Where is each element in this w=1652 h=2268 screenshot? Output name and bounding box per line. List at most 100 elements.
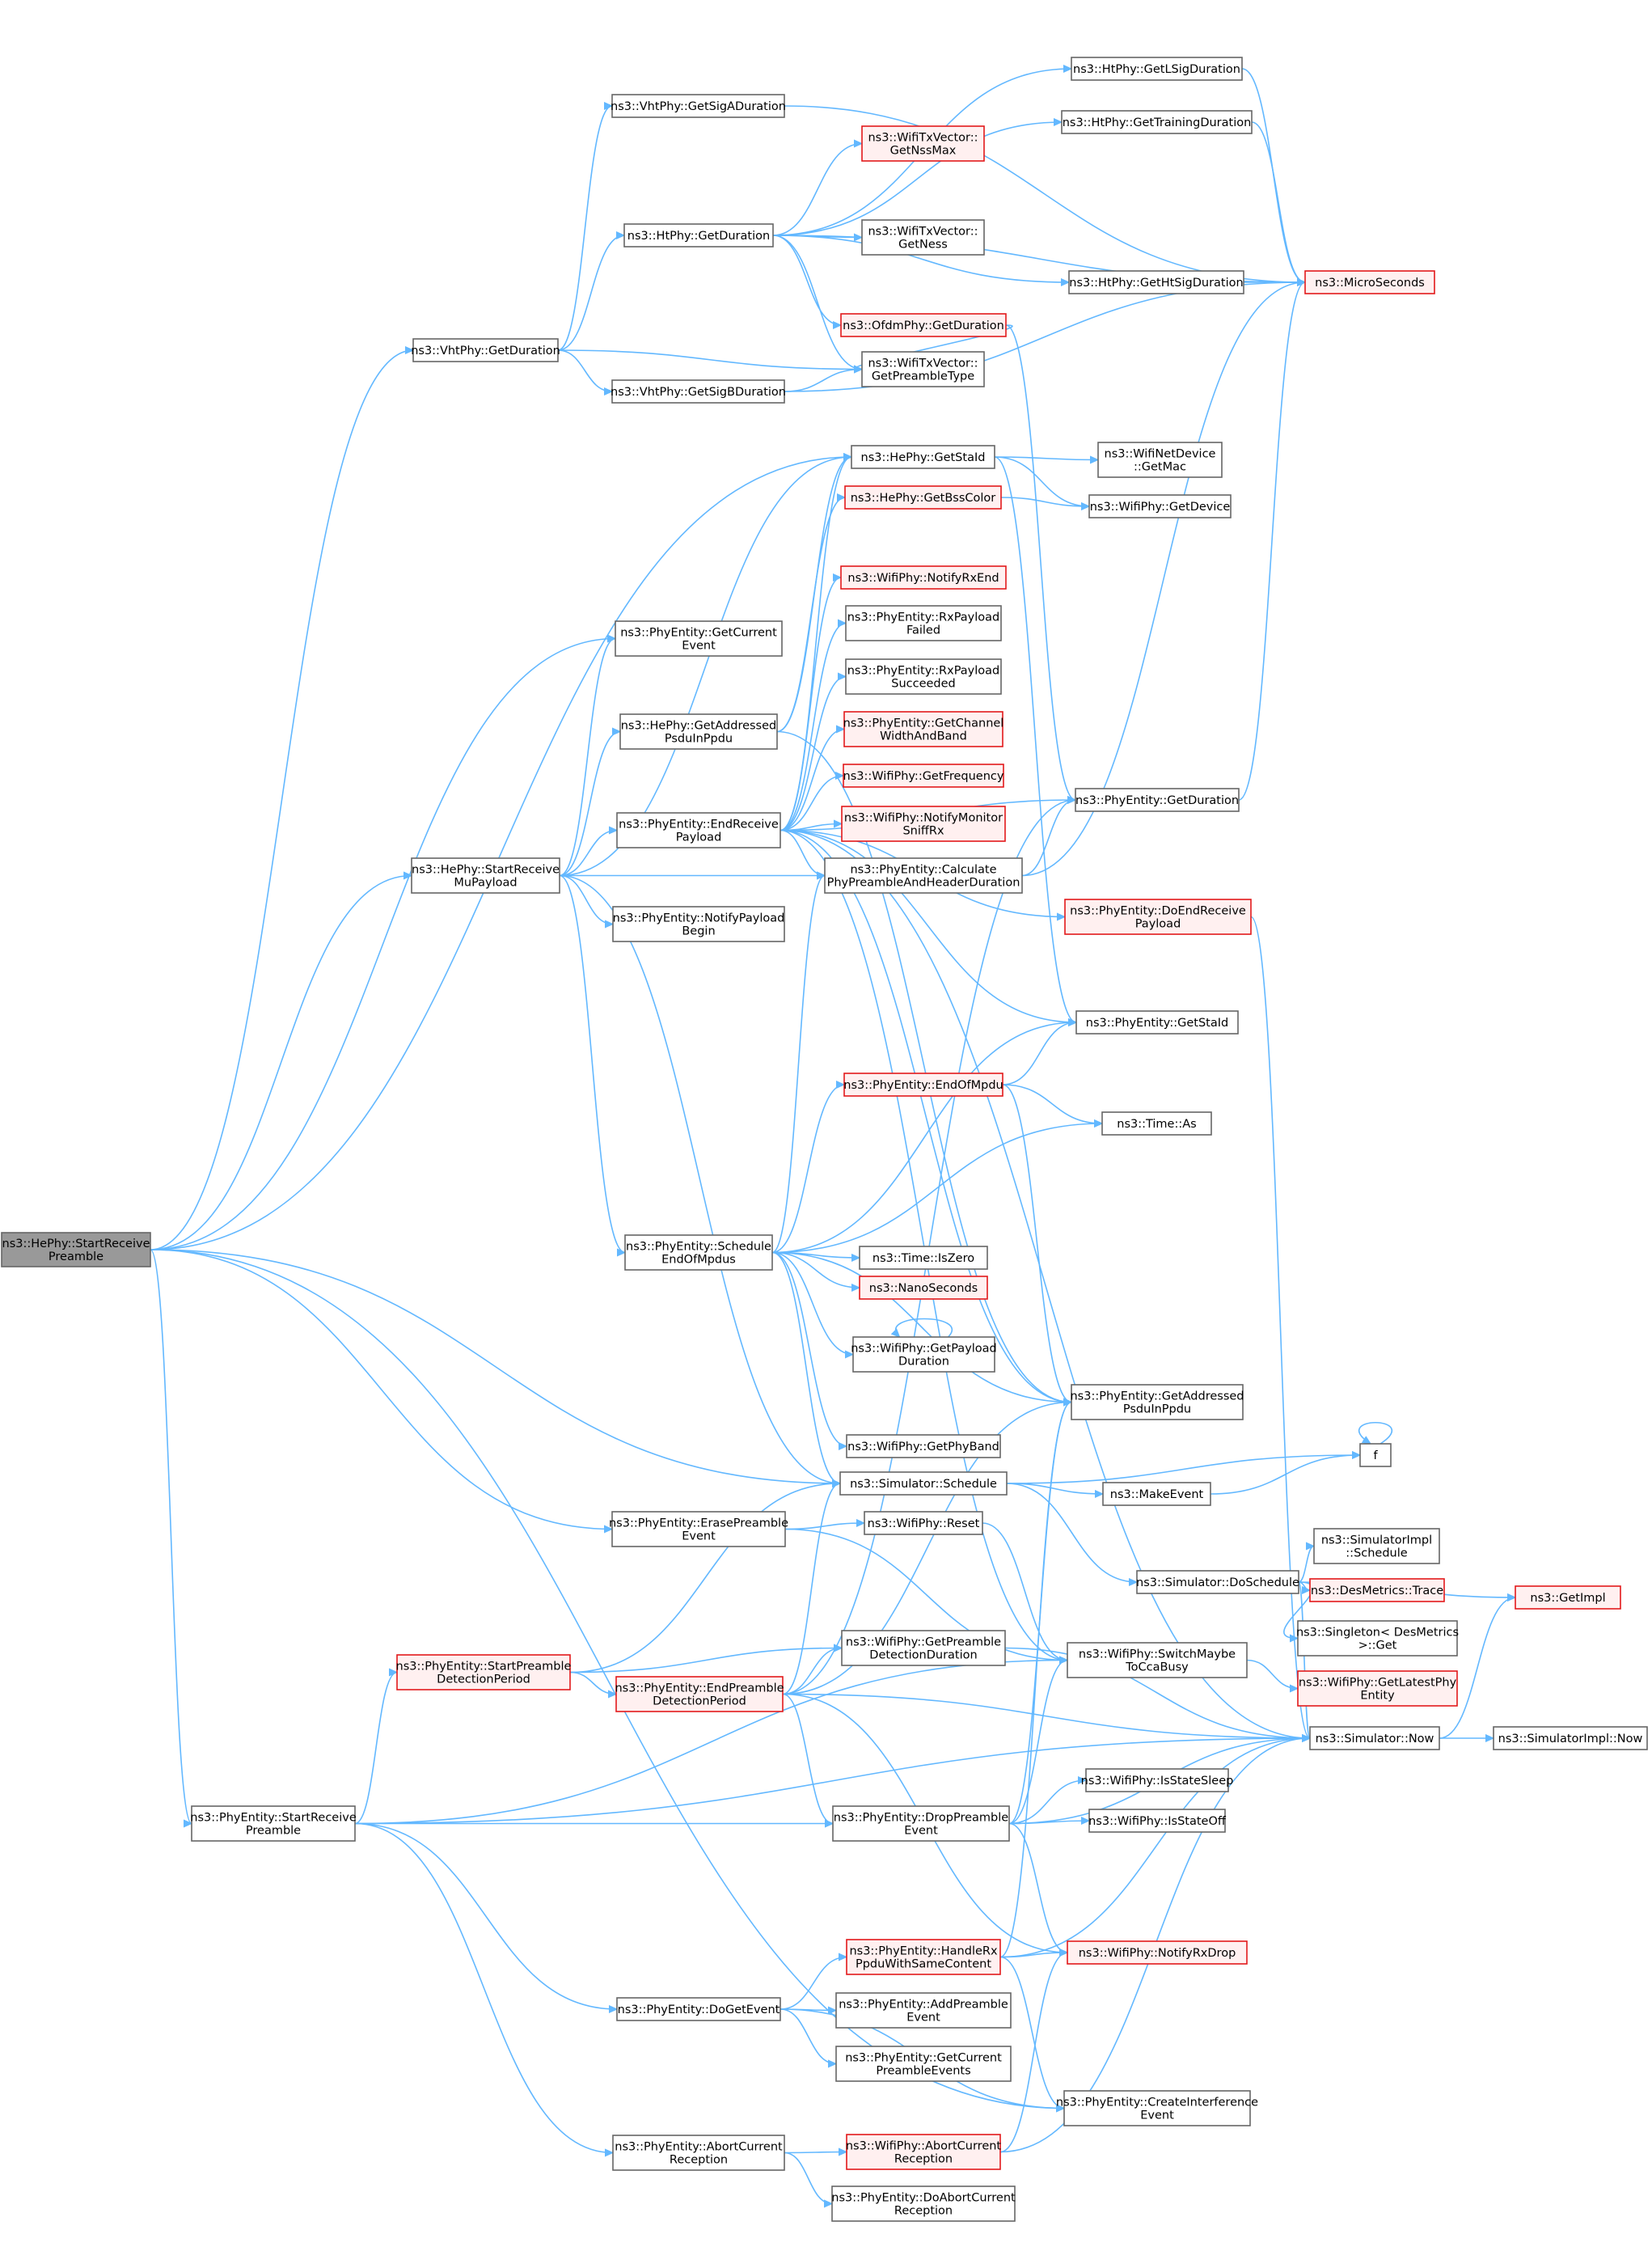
- node-label: PreambleEvents: [876, 2065, 970, 2078]
- node-desmetrics-trace[interactable]: ns3::DesMetrics::Trace: [1309, 1578, 1445, 1602]
- node-phyentity-startpreambledetectionperiod[interactable]: ns3::PhyEntity::StartPreambleDetectionPe…: [396, 1654, 572, 1690]
- node-label: ns3::PhyEntity::AbortCurrent: [615, 2141, 783, 2154]
- edge-phyentity_endreceivepayload-to-phyentity_getstaid: [780, 829, 1076, 1023]
- node-time-as[interactable]: ns3::Time::As: [1101, 1111, 1212, 1136]
- node-wifiphy-isstateoff[interactable]: ns3::WifiPhy::IsStateOff: [1088, 1809, 1227, 1833]
- node-phyentity-handlerxppdusamecontent[interactable]: ns3::PhyEntity::HandleRxPpduWithSameCont…: [846, 1939, 1001, 1975]
- node-phyentity-endpreambledetectionperiod[interactable]: ns3::PhyEntity::EndPreambleDetectionPeri…: [615, 1676, 784, 1712]
- node-wifitxvector-getpreambletype[interactable]: ns3::WifiTxVector::GetPreambleType: [861, 351, 985, 387]
- node-simulatorimpl-now[interactable]: ns3::SimulatorImpl::Now: [1493, 1726, 1648, 1750]
- node-wifiphy-notifyrxdrop[interactable]: ns3::WifiPhy::NotifyRxDrop: [1067, 1940, 1248, 1965]
- node-phyentity-getduration[interactable]: ns3::PhyEntity::GetDuration: [1075, 788, 1240, 812]
- node-phyentity-calcpreambleheader[interactable]: ns3::PhyEntity::CalculatePhyPreambleAndH…: [824, 857, 1023, 894]
- edge-phyentity_droppreambleevent-to-wifiphy_isstatesleep: [1008, 1780, 1086, 1825]
- node-htphy-gettrainingduration[interactable]: ns3::HtPhy::GetTrainingDuration: [1061, 110, 1253, 134]
- node-nanoseconds[interactable]: ns3::NanoSeconds: [859, 1276, 988, 1300]
- edge-phyentity_startreceivepreamble-to-wifiphy_switchmaybetoccabusy: [354, 1661, 1067, 1825]
- node-label: ns3::PhyEntity::EndReceive: [619, 819, 779, 831]
- node-wifiphy-isstatesleep[interactable]: ns3::WifiPhy::IsStateSleep: [1081, 1768, 1234, 1792]
- edge-phyentity_dogetevent-to-phyentity_handlerxppdusamecontent: [780, 1957, 847, 2010]
- node-label: PpduWithSameContent: [856, 1958, 991, 1971]
- node-htphy-gethtsigduration[interactable]: ns3::HtPhy::GetHtSigDuration: [1068, 270, 1244, 294]
- node-getimpl[interactable]: ns3::GetImpl: [1515, 1585, 1621, 1610]
- node-vht-getsigaduration[interactable]: ns3::VhtPhy::GetSigADuration: [611, 94, 786, 118]
- node-label: Event: [904, 1825, 938, 1838]
- node-wifiphy-getpreambledetectionduration[interactable]: ns3::WifiPhy::GetPreambleDetectionDurati…: [841, 1630, 1006, 1666]
- node-vhtphy-getduration[interactable]: ns3::VhtPhy::GetDuration: [411, 338, 560, 362]
- node-label: ns3::SimulatorImpl::Now: [1498, 1733, 1643, 1745]
- node-ofdmphy-getduration[interactable]: ns3::OfdmPhy::GetDuration: [840, 313, 1007, 337]
- node-hephy-getbsscolor[interactable]: ns3::HePhy::GetBssColor: [844, 485, 1002, 510]
- node-phyentity-dogetevent[interactable]: ns3::PhyEntity::DoGetEvent: [616, 1997, 781, 2021]
- edge-hephy_startreceivemupayload-to-hephy_getstaid: [559, 457, 851, 877]
- node-simulatorimpl-schedule[interactable]: ns3::SimulatorImpl::Schedule: [1313, 1528, 1440, 1564]
- node-wifitxvector-getness[interactable]: ns3::WifiTxVector::GetNess: [861, 219, 985, 256]
- node-time-iszero[interactable]: ns3::Time::IsZero: [859, 1246, 988, 1270]
- node-hephy-getstaid[interactable]: ns3::HePhy::GetStaId: [851, 445, 995, 469]
- node-label: Reception: [894, 2205, 953, 2218]
- node-label: ns3::Simulator::Now: [1316, 1733, 1434, 1745]
- edge-hephy_startreceivepreamble-to-phyentity_startreceivepreamble: [150, 1249, 192, 1824]
- node-wifitxvector-getnssmax[interactable]: ns3::WifiTxVector::GetNssMax: [861, 125, 985, 162]
- edge-phyentity_abortcurrentreception-to-phyentity_doabortcurrentreception: [784, 2152, 832, 2204]
- node-wifinetdevice-getmac[interactable]: ns3::WifiNetDevice::GetMac: [1097, 442, 1223, 478]
- edge-phyentity_handlerxppdusamecontent-to-phyentity_createinterferenceevent: [999, 1956, 1064, 2109]
- edge-hephy_startreceivemupayload-to-hephy_getaddressedpsduinppdu: [559, 732, 620, 877]
- node-label: Event: [1140, 2109, 1174, 2122]
- node-label: ns3::WifiPhy::GetPhyBand: [847, 1441, 999, 1453]
- node-wifiphy-getfrequency[interactable]: ns3::WifiPhy::GetFrequency: [843, 764, 1004, 788]
- node-wifiphy-reset[interactable]: ns3::WifiPhy::Reset: [864, 1511, 983, 1535]
- edge-htphy_getduration-to-htphy_gettrainingduration: [772, 122, 1062, 236]
- node-label: ns3::HePhy::StartReceive: [412, 864, 560, 877]
- node-phyentity-endofmpdu[interactable]: ns3::PhyEntity::EndOfMpdu: [843, 1073, 1003, 1097]
- node-singleton-get[interactable]: ns3::Singleton< DesMetrics>::Get: [1296, 1620, 1459, 1657]
- node-microseconds[interactable]: ns3::MicroSeconds: [1304, 270, 1435, 294]
- node-phyentity-getstaid[interactable]: ns3::PhyEntity::GetStaId: [1075, 1010, 1239, 1035]
- node-label: ns3::PhyEntity::DropPreamble: [834, 1812, 1008, 1825]
- edge-phyentity_abortcurrentreception-to-wifiphy_abortcurrentreception: [784, 2152, 847, 2153]
- edge-hephy_startreceivepreamble-to-simulator_schedule: [150, 1249, 840, 1483]
- node-htphy-getduration[interactable]: ns3::HtPhy::GetDuration: [623, 223, 774, 248]
- edge-phyentity_erasepreambleevent-to-wifiphy_switchmaybetoccabusy: [784, 1528, 1067, 1661]
- node-wifiphy-getphyband[interactable]: ns3::WifiPhy::GetPhyBand: [846, 1434, 1001, 1458]
- edge-phyentity_startreceivepreamble-to-phyentity_startpreambledetectionperiod: [354, 1673, 397, 1825]
- node-wifiphy-notifyrxend[interactable]: ns3::WifiPhy::NotifyRxEnd: [840, 565, 1007, 590]
- node-wifiphy-getdevice[interactable]: ns3::WifiPhy::GetDevice: [1088, 494, 1232, 518]
- node-f[interactable]: f: [1359, 1443, 1392, 1467]
- node-simulator-doschedule[interactable]: ns3::Simulator::DoSchedule: [1136, 1570, 1299, 1594]
- edge-phyentity_doendreceivepayload-to-simulator_now: [1250, 916, 1310, 1739]
- edge-hephy_startreceivepreamble-to-hephy_startreceivemupayload: [150, 876, 412, 1250]
- node-htphy-getlsigduration[interactable]: ns3::HtPhy::GetLSigDuration: [1071, 57, 1243, 81]
- node-vhtphy-getsigbduration[interactable]: ns3::VhtPhy::GetSigBDuration: [611, 379, 786, 404]
- edge-phyentity_endofmpdu-to-phyentity_getaddressedpsduinppdu: [1002, 1084, 1071, 1403]
- node-simulator-schedule[interactable]: ns3::Simulator::Schedule: [839, 1471, 1008, 1496]
- node-simulator-now[interactable]: ns3::Simulator::Now: [1309, 1726, 1440, 1750]
- node-makeevent[interactable]: ns3::MakeEvent: [1102, 1482, 1211, 1506]
- node-label: ns3::WifiPhy::SwitchMaybe: [1079, 1648, 1236, 1661]
